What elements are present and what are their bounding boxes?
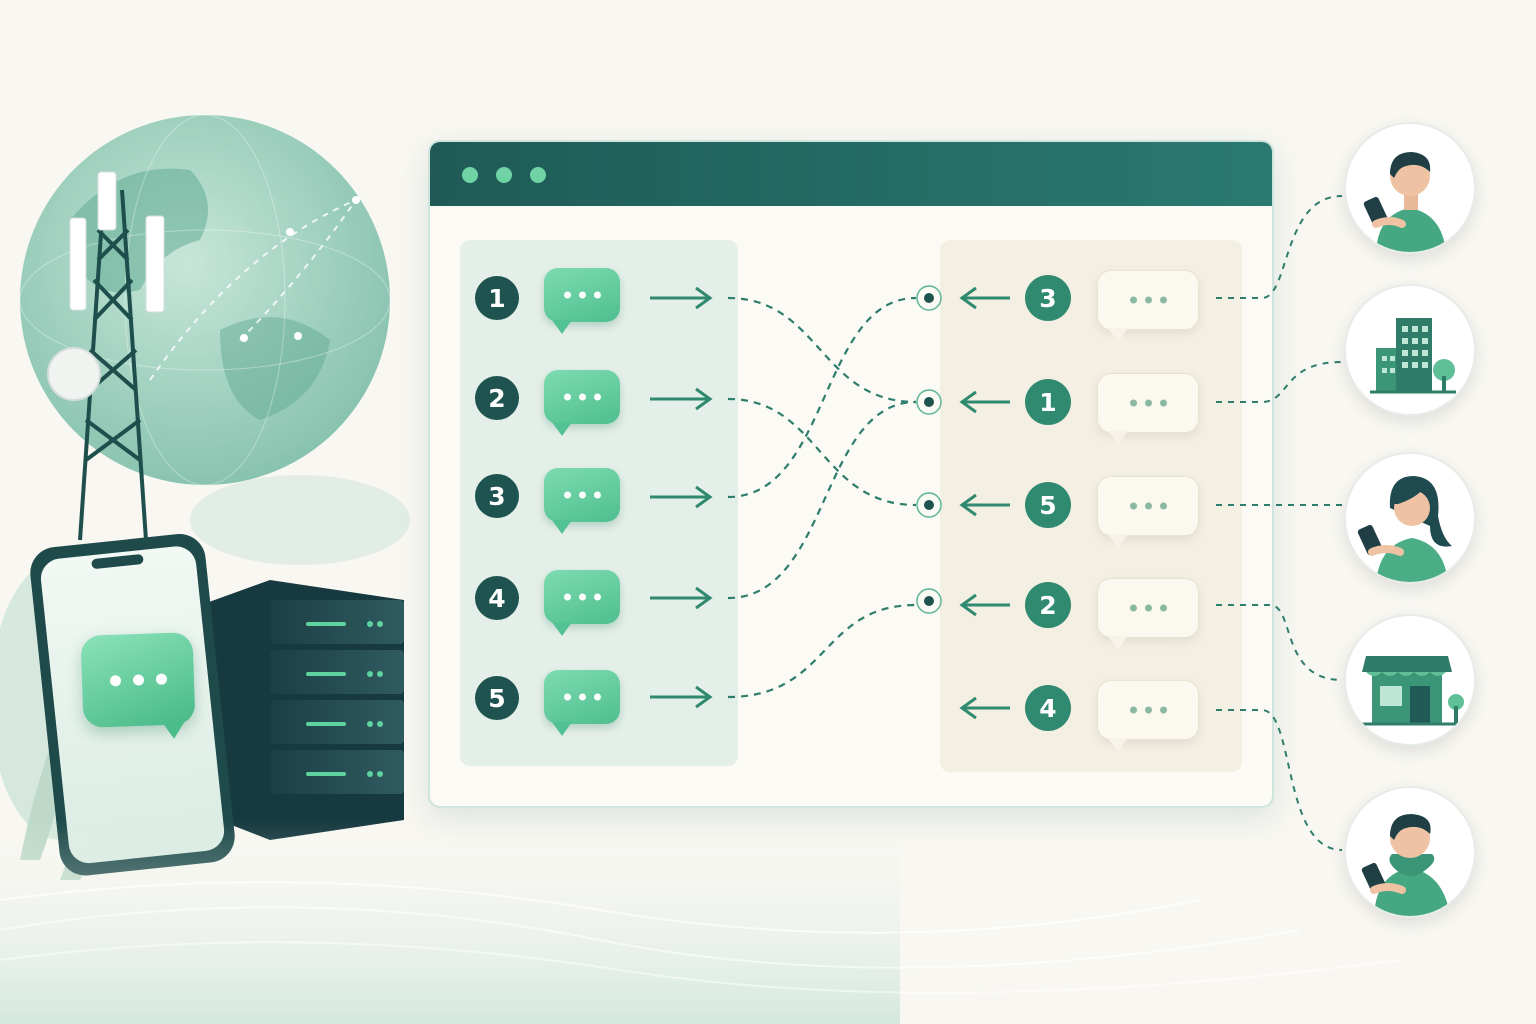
recipient-3[interactable] <box>1344 452 1476 584</box>
outgoing-number-5: 5 <box>475 676 519 720</box>
window-dot-3[interactable] <box>530 167 546 183</box>
incoming-number-4: 2 <box>1025 582 1071 628</box>
server-rack <box>198 580 404 840</box>
incoming-message-4[interactable] <box>1097 578 1199 650</box>
incoming-number-2: 1 <box>1025 379 1071 425</box>
outgoing-message-5[interactable] <box>544 670 620 736</box>
incoming-number-1: 3 <box>1025 275 1071 321</box>
incoming-message-2[interactable] <box>1097 373 1199 445</box>
recipient-5[interactable] <box>1344 786 1476 918</box>
incoming-message-3[interactable] <box>1097 476 1199 548</box>
woman-with-phone-icon <box>1357 476 1452 582</box>
phone-chat-bubble <box>80 632 196 740</box>
storefront-icon <box>1362 656 1466 726</box>
outgoing-number-4: 4 <box>475 576 519 620</box>
incoming-number-5: 4 <box>1025 685 1071 731</box>
outgoing-message-1[interactable] <box>544 268 620 334</box>
outgoing-number-1: 1 <box>475 276 519 320</box>
window-dot-2[interactable] <box>496 167 512 183</box>
incoming-number-3: 5 <box>1025 482 1071 528</box>
outgoing-message-2[interactable] <box>544 370 620 436</box>
window-titlebar <box>430 142 1272 206</box>
recipient-4[interactable] <box>1344 614 1476 746</box>
incoming-message-1[interactable] <box>1097 270 1199 342</box>
tower-antennas <box>47 171 165 401</box>
recipient-2[interactable] <box>1344 284 1476 416</box>
man-in-hoodie-with-phone-icon <box>1361 814 1450 916</box>
outgoing-number-3: 3 <box>475 474 519 518</box>
man-with-phone-icon <box>1363 152 1446 252</box>
office-building-icon <box>1370 318 1456 394</box>
outgoing-number-2: 2 <box>475 376 519 420</box>
incoming-message-5[interactable] <box>1097 680 1199 752</box>
outgoing-message-4[interactable] <box>544 570 620 636</box>
recipient-1[interactable] <box>1344 122 1476 254</box>
outgoing-message-3[interactable] <box>544 468 620 534</box>
window-dot-1[interactable] <box>462 167 478 183</box>
